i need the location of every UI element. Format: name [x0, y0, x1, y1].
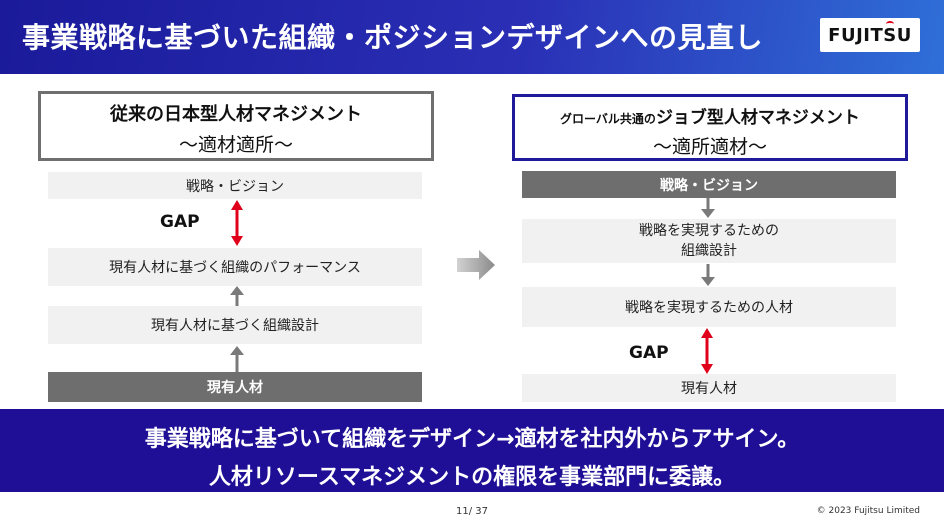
job-based-model-box: グローバル共通のジョブ型人材マネジメント ～適所適材～ [512, 94, 908, 161]
logo-text: FUJITSU [828, 24, 912, 46]
right-talent-current-band: 現有人材 [522, 374, 896, 402]
left-org-design-band: 現有人材に基づく組織設計 [48, 306, 422, 344]
left-talent-band: 現有人材 [48, 372, 422, 402]
transition-arrow-icon [457, 250, 495, 280]
right-down-arrow-2-icon [701, 264, 715, 286]
traditional-model-title: 従来の日本型人材マネジメント [110, 104, 362, 125]
right-talent-needed-label: 戦略を実現するための人材 [625, 300, 793, 316]
left-performance-label: 現有人材に基づく組織のパフォーマンス [109, 260, 361, 276]
summary-band: 事業戦略に基づいて組織をデザイン→適材を社内外からアサイン。 人材リソースマネジ… [0, 409, 944, 492]
left-performance-band: 現有人材に基づく組織のパフォーマンス [48, 248, 422, 286]
job-based-model-title-main: ジョブ型人材マネジメント [655, 108, 860, 128]
right-gap-arrow-icon [701, 328, 713, 374]
logo-infinity-mark [886, 21, 894, 27]
right-talent-needed-band: 戦略を実現するための人材 [522, 287, 896, 327]
right-gap-label: GAP [629, 343, 669, 363]
job-based-model-subtitle: ～適所適材～ [652, 136, 767, 158]
job-based-model-title: グローバル共通のジョブ型人材マネジメント [515, 103, 905, 128]
left-strategy-label: 戦略・ビジョン [186, 178, 284, 195]
left-strategy-band: 戦略・ビジョン [48, 172, 422, 199]
left-up-arrow-2-icon [230, 346, 244, 372]
left-gap-arrow-icon [231, 200, 243, 246]
page-title: 事業戦略に基づいた組織・ポジションデザインへの見直し [22, 21, 764, 54]
title-bar: 事業戦略に基づいた組織・ポジションデザインへの見直し FUJITSU [0, 0, 944, 74]
traditional-model-box: 従来の日本型人材マネジメント ～適材適所～ [38, 91, 434, 161]
right-strategy-band: 戦略・ビジョン [522, 171, 896, 198]
right-talent-current-label: 現有人材 [681, 381, 737, 397]
right-strategy-label: 戦略・ビジョン [660, 177, 758, 194]
right-org-design-band: 戦略を実現するための 組織設計 [522, 219, 896, 263]
job-based-model-title-prefix: グローバル共通の [560, 112, 656, 126]
right-org-design-label-line1: 戦略を実現するための [639, 223, 779, 239]
summary-line-2: 人材リソースマネジメントの権限を事業部門に委譲。 [208, 465, 736, 490]
traditional-model-subtitle: ～適材適所～ [178, 134, 293, 156]
copyright-notice: © 2023 Fujitsu Limited [816, 506, 920, 516]
left-org-design-label: 現有人材に基づく組織設計 [151, 318, 319, 334]
left-talent-label: 現有人材 [207, 380, 263, 396]
summary-line-1: 事業戦略に基づいて組織をデザイン→適材を社内外からアサイン。 [144, 427, 800, 452]
fujitsu-logo: FUJITSU [820, 18, 920, 52]
page-number: 11/ 37 [456, 506, 488, 517]
right-org-design-label-line2: 組織設計 [681, 243, 737, 259]
left-up-arrow-1-icon [230, 286, 244, 306]
right-down-arrow-1-icon [701, 198, 715, 218]
left-gap-label: GAP [160, 212, 200, 232]
